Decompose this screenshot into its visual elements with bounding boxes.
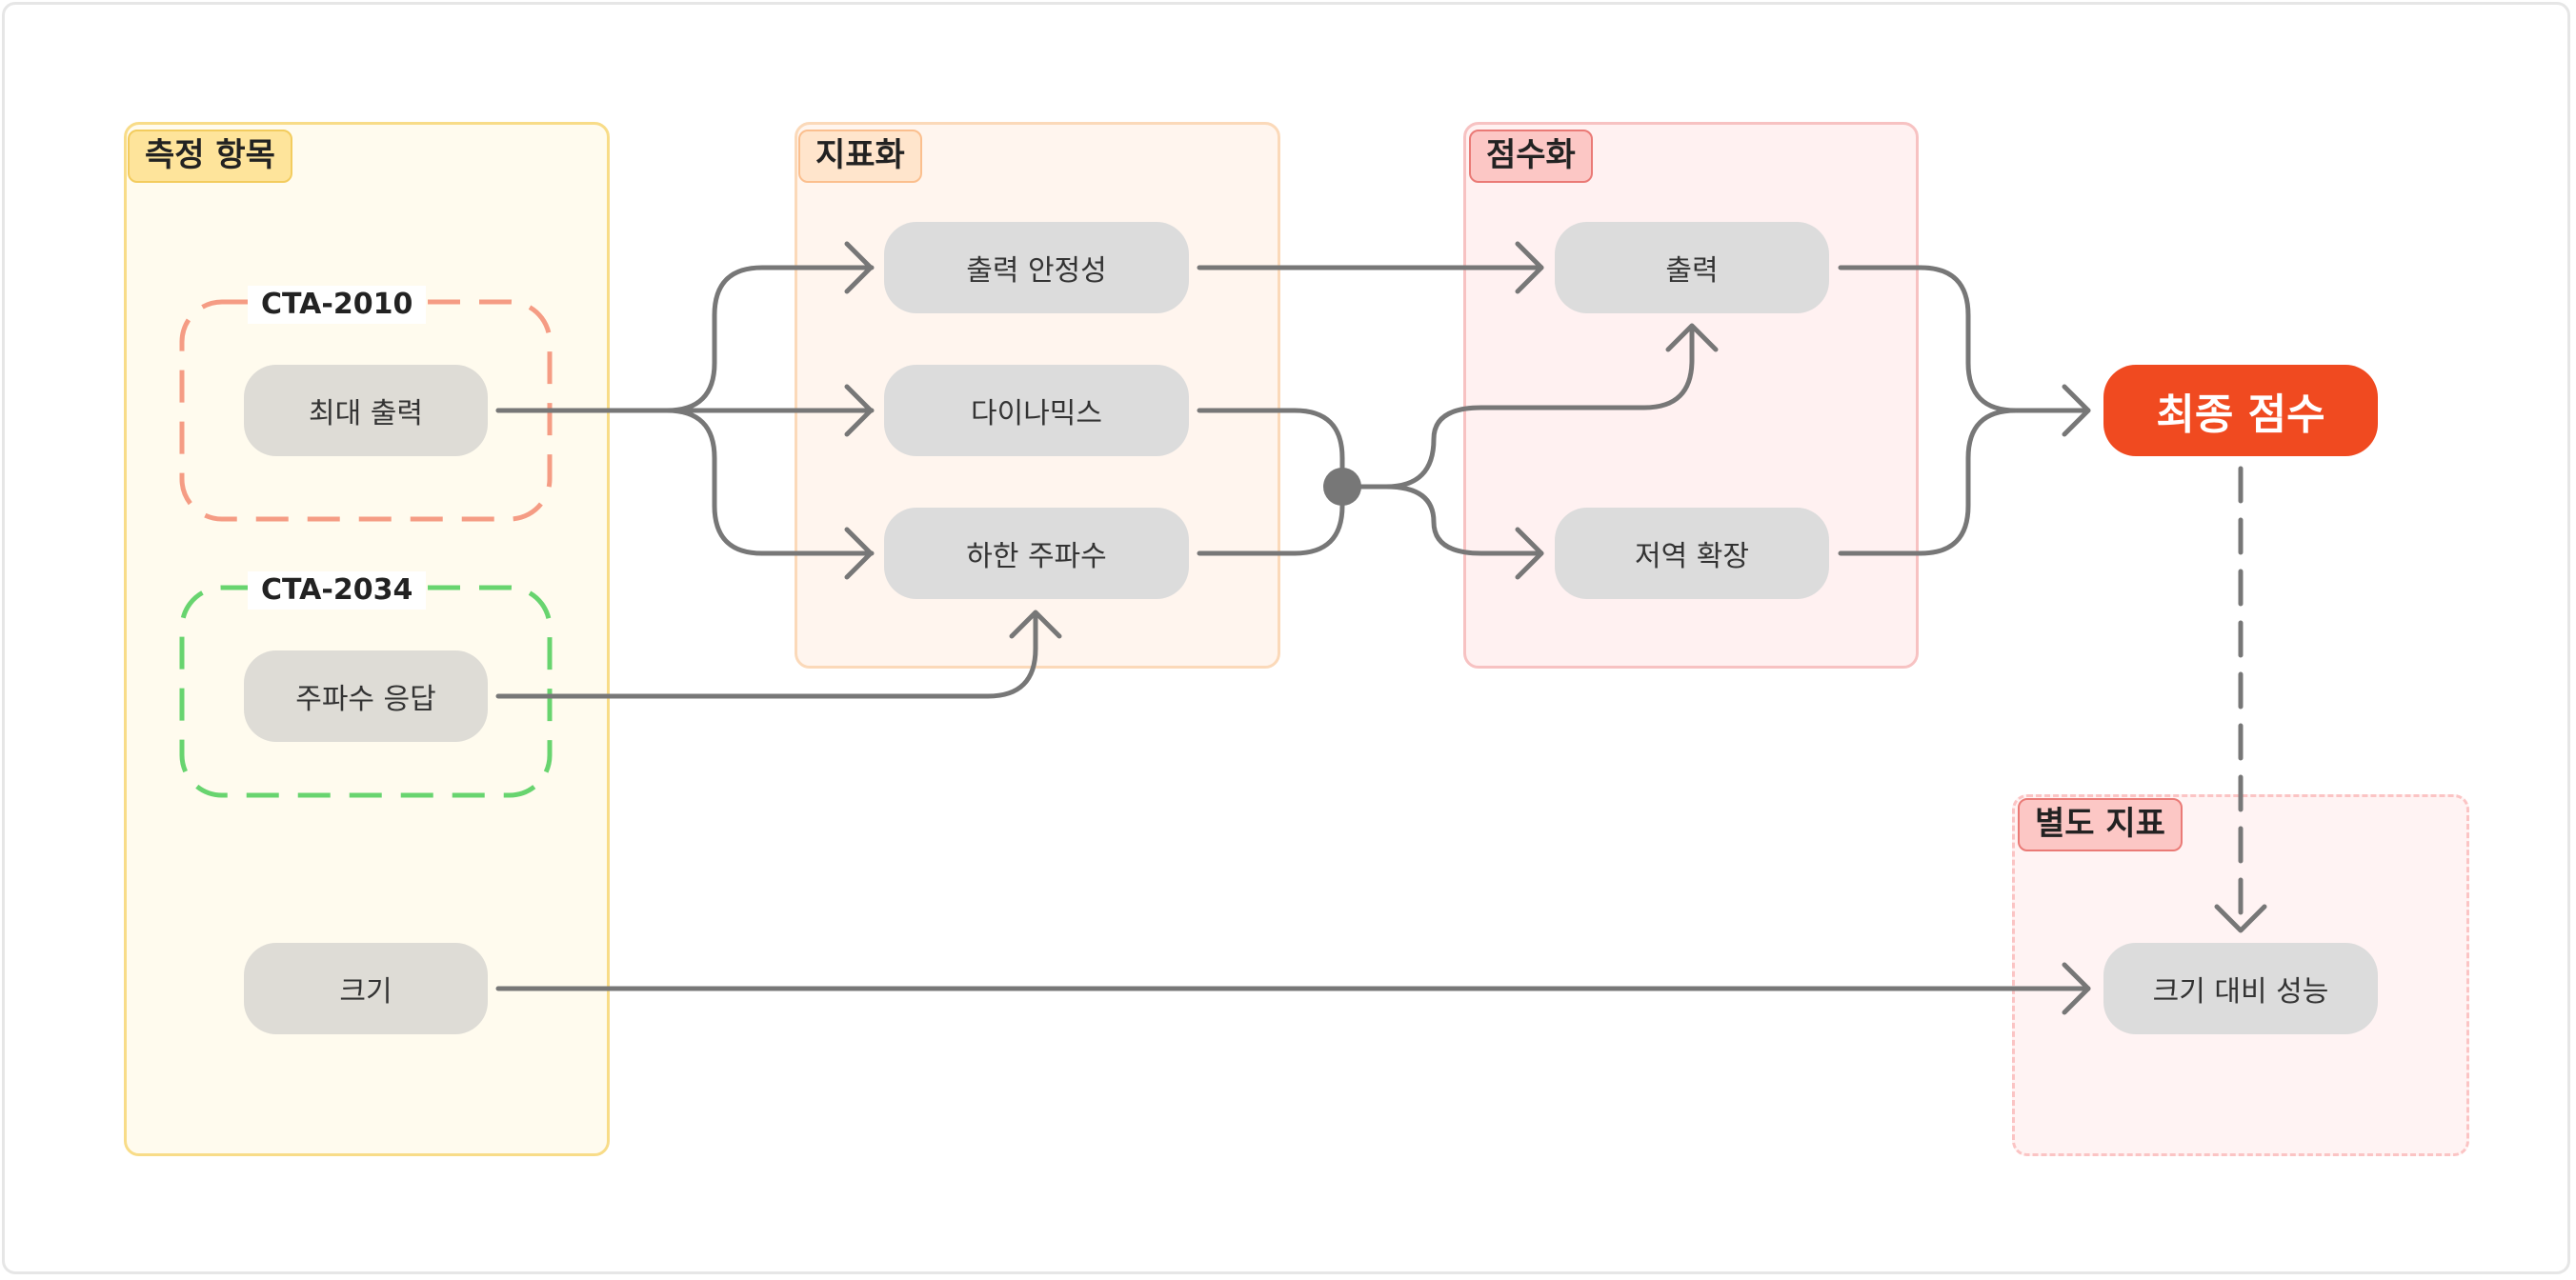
merge-junction xyxy=(1323,468,1361,506)
node-size[interactable]: 크기 xyxy=(244,943,488,1034)
node-final-score[interactable]: 최종 점수 xyxy=(2103,365,2378,456)
arrowhead-size-performance-down xyxy=(2214,904,2267,933)
edge-max-output-to-output-stability xyxy=(495,265,875,413)
edge-low-freq-to-junction xyxy=(1197,484,1345,556)
node-output-stability[interactable]: 출력 안정성 xyxy=(884,222,1189,313)
arrowhead-bass-extension xyxy=(1515,527,1544,580)
arrowhead-output-up xyxy=(1665,323,1719,352)
node-bass-extension[interactable]: 저역 확장 xyxy=(1555,508,1829,599)
edge-freq-response-to-low-freq xyxy=(495,611,1038,699)
edge-bass-extension-to-final xyxy=(1838,408,2019,556)
node-low-freq-limit[interactable]: 하한 주파수 xyxy=(884,508,1189,599)
arrowhead-low-freq xyxy=(844,527,874,580)
cta2010-group-label: CTA-2010 xyxy=(248,286,427,324)
cta2034-group-label: CTA-2034 xyxy=(248,571,427,610)
score-panel-label: 점수화 xyxy=(1469,130,1593,183)
arrowhead-low-freq-up xyxy=(1009,610,1062,639)
node-dynamics[interactable]: 다이나믹스 xyxy=(884,365,1189,456)
node-max-output[interactable]: 최대 출력 xyxy=(244,365,488,456)
cta2034-group-border xyxy=(179,585,553,798)
arrowhead-size-performance xyxy=(2062,962,2091,1015)
edge-dynamics-to-junction xyxy=(1197,408,1345,490)
edge-max-output-to-low-freq xyxy=(664,408,875,556)
edge-output-to-final xyxy=(1838,265,2091,413)
metric-panel-label: 지표화 xyxy=(798,130,922,183)
measure-panel-label: 측정 항목 xyxy=(128,130,292,183)
node-size-performance[interactable]: 크기 대비 성능 xyxy=(2103,943,2378,1034)
edge-junction-to-output xyxy=(1339,326,1695,490)
separate-panel-label: 별도 지표 xyxy=(2018,798,2183,851)
arrowhead-dynamics xyxy=(844,384,874,437)
edge-junction-to-bass-extension xyxy=(1383,484,1544,556)
arrowhead-output-stability xyxy=(844,241,874,294)
node-freq-response[interactable]: 주파수 응답 xyxy=(244,650,488,742)
arrowhead-final xyxy=(2062,384,2091,437)
node-output-score[interactable]: 출력 xyxy=(1555,222,1829,313)
arrowhead-output xyxy=(1515,241,1544,294)
